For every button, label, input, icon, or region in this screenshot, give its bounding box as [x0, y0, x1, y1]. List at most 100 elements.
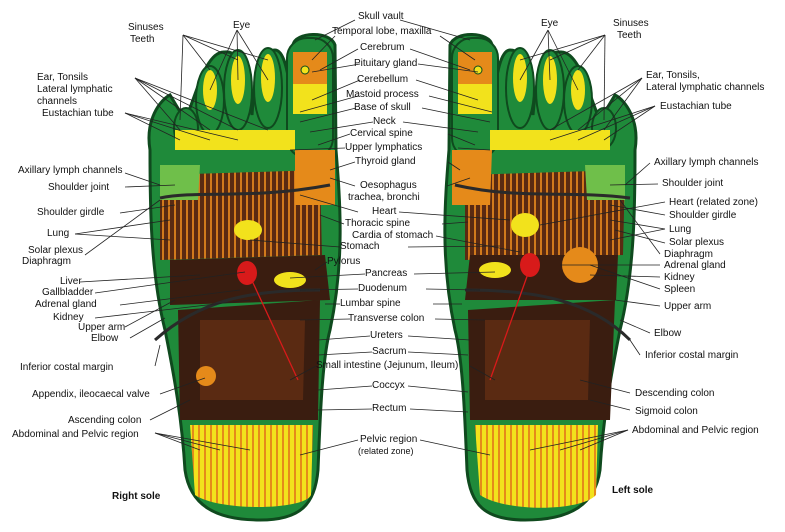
label-pituitary-gland: Pituitary gland — [354, 58, 418, 69]
label-l-sinuses: Sinuses — [613, 18, 649, 29]
right-sole-foot — [147, 33, 342, 522]
label-r-appendix: Appendix, ileocaecal valve — [32, 389, 150, 400]
label-l-axillary-lymph: Axillary lymph channels — [654, 157, 759, 168]
label-duodenum: Duodenum — [358, 283, 407, 294]
label-mastoid-process: Mastoid process — [346, 89, 419, 100]
label-trachea-bronchi: trachea, bronchi — [348, 192, 420, 203]
leader-lines — [74, 19, 666, 456]
right-gallbladder — [237, 261, 257, 285]
label-r-eustachian-tube: Eustachian tube — [42, 108, 114, 119]
label-l-solar-plexus: Solar plexus — [669, 237, 725, 248]
right-brain-zone — [293, 52, 327, 84]
label-l-heart-related: Heart (related zone) — [669, 197, 758, 208]
label-rectum: Rectum — [372, 403, 407, 414]
label-sacrum: Sacrum — [372, 346, 407, 357]
label-l-descending-colon: Descending colon — [635, 388, 715, 399]
left-toe-2-sinus — [513, 54, 527, 102]
label-r-ascending-colon: Ascending colon — [68, 415, 142, 426]
right-pelvic-region — [190, 425, 313, 508]
left-pituitary-dot — [473, 65, 483, 75]
label-pelvic-region: Pelvic region — [360, 434, 418, 445]
right-toe-2-sinus — [261, 54, 275, 102]
left-pancreas-zone — [479, 262, 511, 278]
label-upper-lymphatics: Upper lymphatics — [345, 142, 423, 153]
label-stomach: Stomach — [340, 241, 380, 252]
label-l-spleen: Spleen — [664, 284, 696, 295]
label-r-lung: Lung — [47, 228, 70, 239]
label-small-intestine: Small intestine (Jejunum, Ileum) — [316, 360, 459, 371]
label-l-eustachian-tube: Eustachian tube — [660, 101, 732, 112]
right-pituitary-dot — [300, 65, 310, 75]
label-r-abdominal-pelvic: Abdominal and Pelvic region — [12, 429, 139, 440]
label-l-ear-tonsils: Ear, Tonsils, — [646, 70, 700, 81]
label-l-elbow: Elbow — [654, 328, 682, 339]
label-l-inferior-costal-margin: Inferior costal margin — [645, 350, 739, 361]
label-skull-vault: Skull vault — [358, 11, 404, 22]
label-pancreas: Pancreas — [365, 268, 408, 279]
right-costal-line — [154, 288, 321, 342]
label-r-shoulder-girdle: Shoulder girdle — [37, 207, 105, 218]
label-l-teeth: Teeth — [617, 30, 642, 41]
label-cerebrum: Cerebrum — [360, 42, 405, 53]
label-thyroid-gland: Thyroid gland — [355, 156, 416, 167]
right-ureter-line — [247, 271, 299, 381]
right-lung-yellow — [234, 220, 262, 240]
left-small-intestine — [485, 320, 590, 400]
label-r-shoulder-joint: Shoulder joint — [48, 182, 110, 193]
label-l-lateral-lymphatic: Lateral lymphatic channels — [646, 82, 765, 93]
label-r-liver: Liver — [60, 276, 82, 287]
label-l-adrenal-gland: Adrenal gland — [664, 260, 726, 271]
label-neck: Neck — [373, 116, 396, 127]
label-l-kidney: Kidney — [664, 272, 695, 283]
label-thoracic-spine: Thoracic spine — [345, 218, 411, 229]
label-r-lateral-lymphatic: Lateral lymphatic — [37, 84, 113, 95]
label-r-eye: Eye — [233, 20, 251, 31]
left-cardia-red — [520, 253, 540, 277]
right-thyroid-zone — [295, 150, 335, 205]
label-l-lung: Lung — [669, 224, 692, 235]
left-diaphragm-line — [454, 183, 631, 200]
right-small-intestine — [200, 320, 305, 400]
left-thyroid-zone — [452, 150, 492, 205]
left-costal-line — [464, 288, 632, 342]
left-heart-yellow — [511, 213, 539, 237]
caption-left-sole: Left sole — [612, 485, 654, 496]
label-pylorus: Pylorus — [327, 256, 361, 267]
label-cerebellum: Cerebellum — [357, 74, 409, 85]
left-shoulder-zone — [585, 165, 625, 200]
label-oesophagus: Oesophagus — [360, 180, 417, 191]
label-r-elbow: Elbow — [91, 333, 119, 344]
label-r-ear-tonsils: Ear, Tonsils — [37, 72, 88, 83]
label-r-kidney: Kidney — [53, 312, 84, 323]
label-r-channels: channels — [37, 96, 78, 107]
label-l-upper-arm: Upper arm — [664, 301, 712, 312]
label-l-abdominal-pelvic: Abdominal and Pelvic region — [632, 425, 759, 436]
label-l-diaphragm: Diaphragm — [664, 249, 713, 260]
label-r-adrenal-gland: Adrenal gland — [35, 299, 97, 310]
label-r-axillary-lymph: Axillary lymph channels — [18, 165, 123, 176]
label-l-eye: Eye — [541, 18, 559, 29]
label-temporal-lobe: Temporal lobe, maxilla — [332, 26, 432, 37]
left-pelvic-region — [475, 425, 598, 508]
label-ureters: Ureters — [370, 330, 403, 341]
label-related-zone: (related zone) — [358, 446, 414, 456]
label-cervical-spine: Cervical spine — [350, 128, 413, 139]
label-r-solar-plexus: Solar plexus — [28, 245, 84, 256]
right-eye-ear-band — [175, 130, 295, 150]
left-sole-foot — [443, 33, 638, 522]
label-l-shoulder-girdle: Shoulder girdle — [669, 210, 737, 221]
label-l-sigmoid-colon: Sigmoid colon — [635, 406, 698, 417]
label-r-teeth: Teeth — [130, 34, 155, 45]
right-diaphragm-line — [159, 183, 331, 200]
label-r-sinuses: Sinuses — [128, 22, 164, 33]
label-r-upper-arm: Upper arm — [78, 322, 126, 333]
label-coccyx: Coccyx — [372, 380, 405, 391]
right-appendix — [196, 366, 216, 386]
label-cardia-of-stomach: Cardia of stomach — [352, 230, 434, 241]
label-l-shoulder-joint: Shoulder joint — [662, 178, 724, 189]
right-pancreas-zone — [274, 272, 306, 288]
label-base-of-skull: Base of skull — [354, 102, 411, 113]
label-heart: Heart — [372, 206, 397, 217]
label-r-inferior-costal-margin: Inferior costal margin — [20, 362, 114, 373]
